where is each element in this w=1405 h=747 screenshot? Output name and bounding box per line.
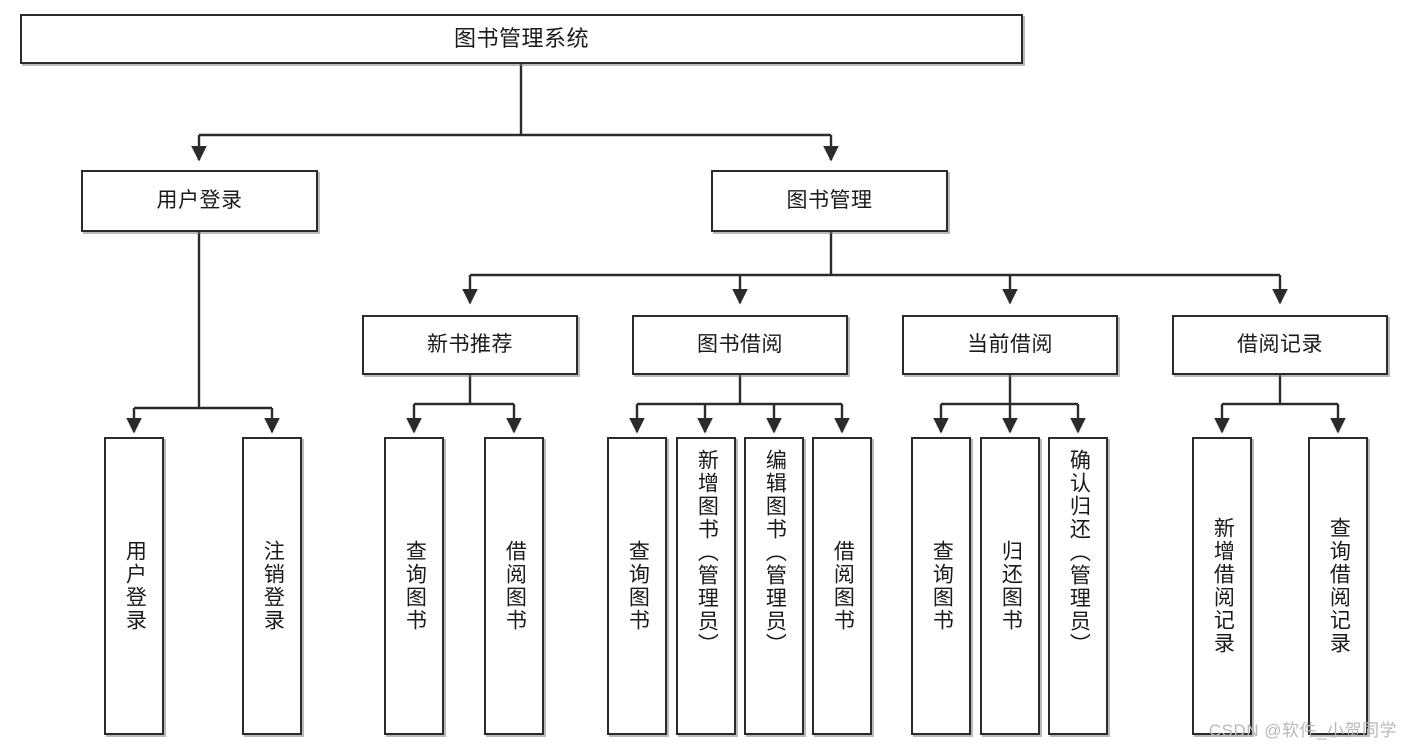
node-leaf-return-book[interactable]: 归还图书 <box>980 437 1040 735</box>
node-leaf-confirm-return-label: 确认归还（管理员） <box>1067 449 1091 656</box>
node-leaf-borrow-book-2-label: 借阅图书 <box>831 540 855 632</box>
node-leaf-edit-book-label: 编辑图书（管理员） <box>763 449 787 656</box>
node-user-login-label: 用户登录 <box>156 188 243 212</box>
node-leaf-query-book-2[interactable]: 查询图书 <box>607 437 667 735</box>
node-book-manage-label: 图书管理 <box>786 188 873 212</box>
node-new-book-recommend[interactable]: 新书推荐 <box>362 315 578 375</box>
node-leaf-add-book[interactable]: 新增图书（管理员） <box>676 437 736 735</box>
node-leaf-logout-login[interactable]: 注销登录 <box>242 437 302 735</box>
node-leaf-add-book-label: 新增图书（管理员） <box>695 449 719 656</box>
node-leaf-borrow-book-1-label: 借阅图书 <box>503 540 527 632</box>
node-leaf-query-book-2-label: 查询图书 <box>626 540 650 632</box>
node-leaf-query-book-1[interactable]: 查询图书 <box>384 437 444 735</box>
node-leaf-query-book-3[interactable]: 查询图书 <box>911 437 971 735</box>
node-borrow-record-label: 借阅记录 <box>1237 332 1323 356</box>
node-leaf-query-record-label: 查询借阅记录 <box>1327 517 1351 655</box>
node-leaf-logout-login-label: 注销登录 <box>261 540 285 632</box>
node-leaf-query-book-1-label: 查询图书 <box>403 540 427 632</box>
node-current-borrow-label: 当前借阅 <box>967 332 1053 356</box>
node-borrow-record[interactable]: 借阅记录 <box>1172 315 1388 375</box>
node-current-borrow[interactable]: 当前借阅 <box>902 315 1118 375</box>
node-leaf-borrow-book-1[interactable]: 借阅图书 <box>484 437 544 735</box>
node-new-book-recommend-label: 新书推荐 <box>427 332 513 356</box>
node-user-login[interactable]: 用户登录 <box>81 170 318 232</box>
node-leaf-user-login[interactable]: 用户登录 <box>104 437 164 735</box>
node-leaf-query-record[interactable]: 查询借阅记录 <box>1308 437 1368 735</box>
node-leaf-query-book-3-label: 查询图书 <box>930 540 954 632</box>
node-leaf-add-record[interactable]: 新增借阅记录 <box>1192 437 1252 735</box>
node-leaf-confirm-return[interactable]: 确认归还（管理员） <box>1048 437 1108 735</box>
node-leaf-return-book-label: 归还图书 <box>999 540 1023 632</box>
node-leaf-user-login-label: 用户登录 <box>123 540 147 632</box>
node-leaf-add-record-label: 新增借阅记录 <box>1211 517 1235 655</box>
node-root[interactable]: 图书管理系统 <box>20 14 1023 64</box>
node-book-borrow-label: 图书借阅 <box>697 332 783 356</box>
watermark-text: CSDN @软件_小贺同学 <box>1208 721 1397 740</box>
node-book-manage[interactable]: 图书管理 <box>711 170 948 232</box>
node-book-borrow[interactable]: 图书借阅 <box>632 315 848 375</box>
node-root-label: 图书管理系统 <box>453 26 589 52</box>
node-leaf-edit-book[interactable]: 编辑图书（管理员） <box>744 437 804 735</box>
node-leaf-borrow-book-2[interactable]: 借阅图书 <box>812 437 872 735</box>
